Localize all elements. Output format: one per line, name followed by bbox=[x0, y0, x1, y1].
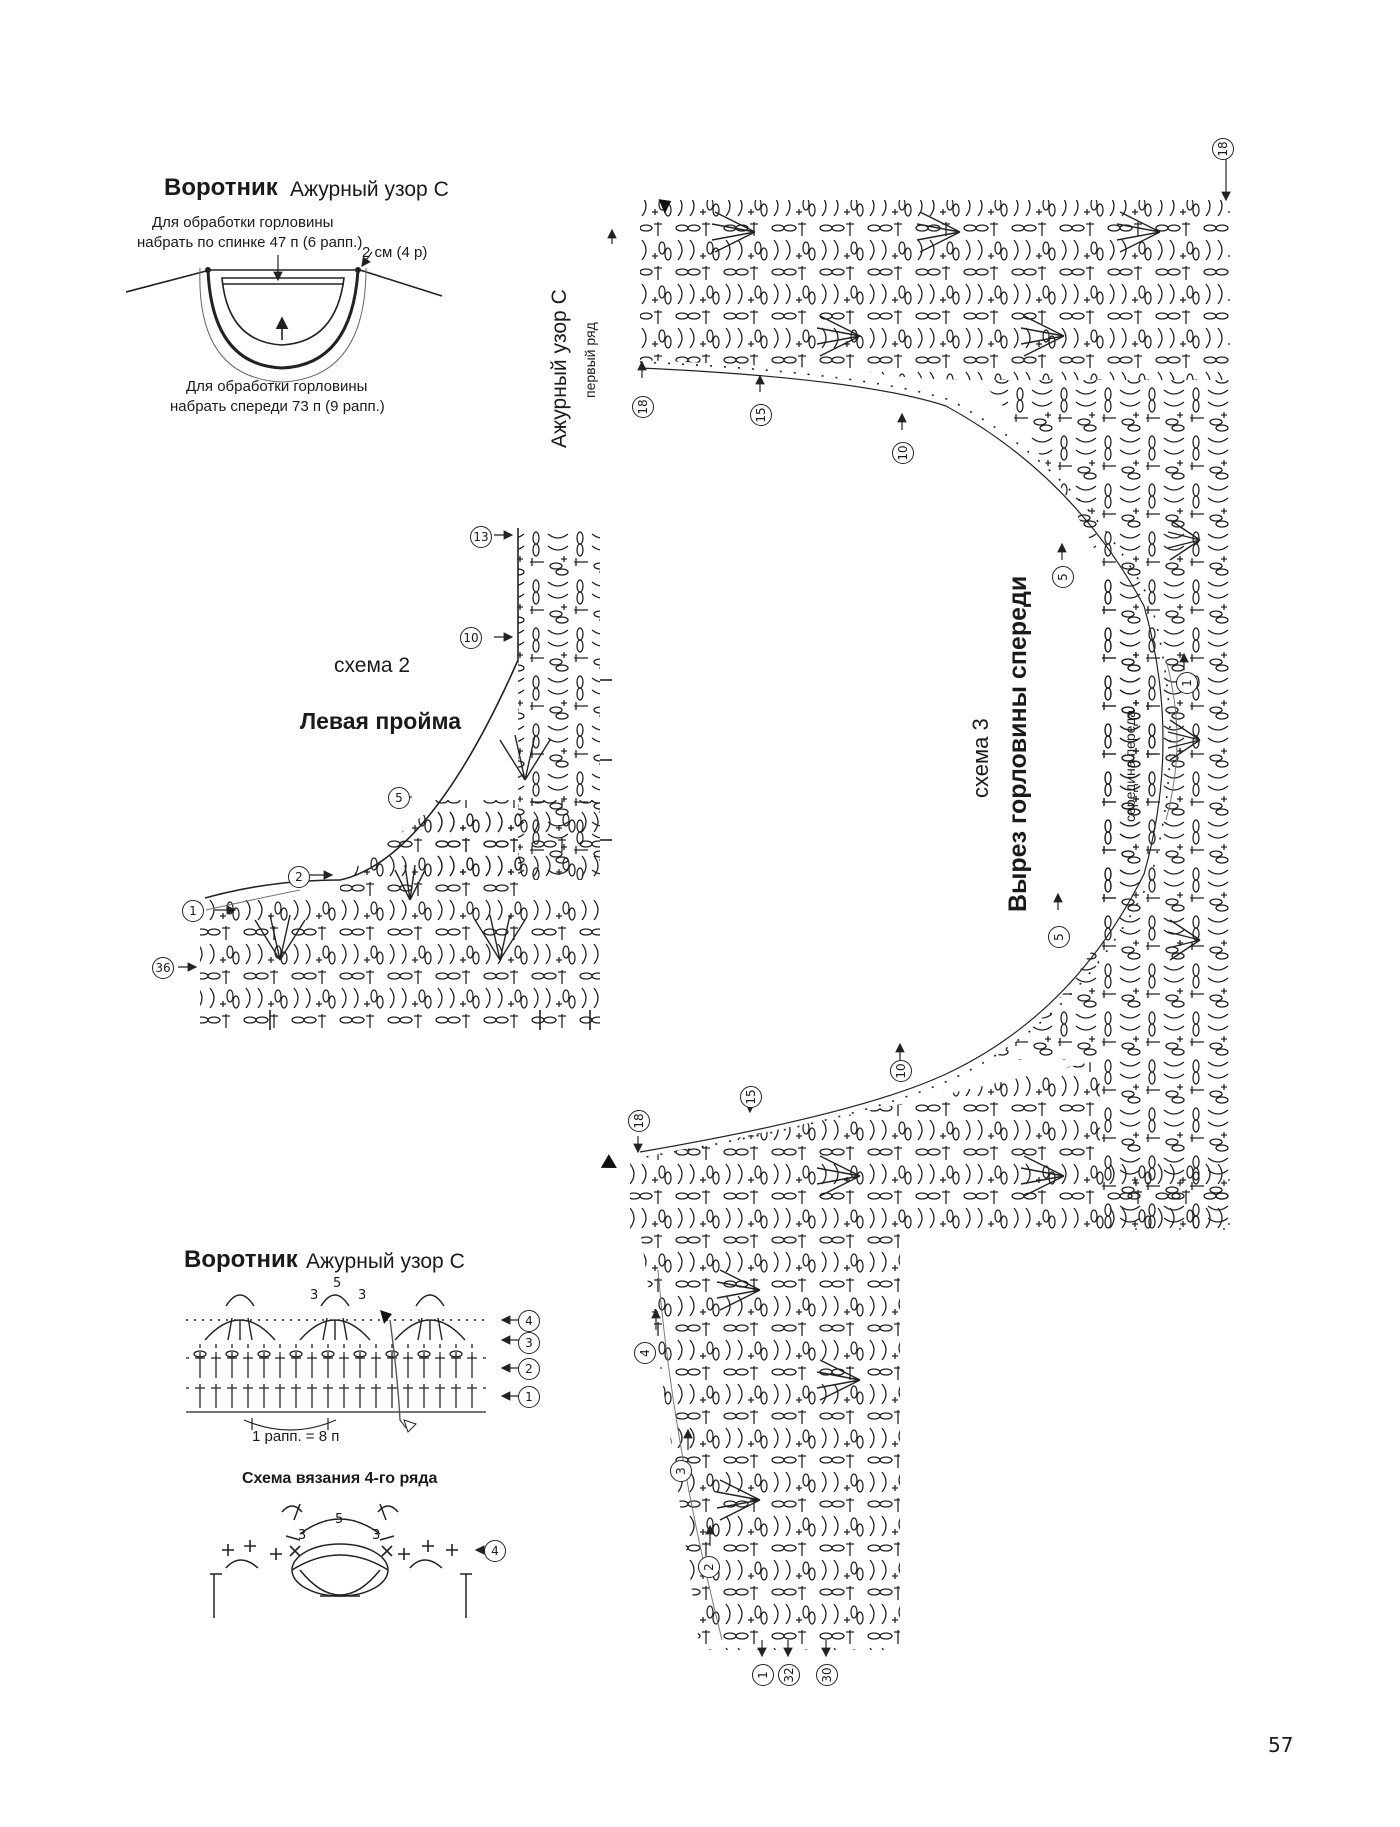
scheme3-row-number: 32 bbox=[778, 1664, 800, 1686]
collar-bottom-row-number: 3 bbox=[518, 1332, 540, 1354]
collar-top-front-note-2: набрать спереди 73 п (9 рапп.) bbox=[170, 398, 385, 415]
page-number: 57 bbox=[1268, 1733, 1294, 1757]
scheme3-label: схема 3 bbox=[968, 718, 993, 798]
collar-bottom-top-number: 3 bbox=[310, 1288, 319, 1303]
row4-number: 3 bbox=[372, 1528, 381, 1543]
collar-top-front-note-1: Для обработки горловины bbox=[186, 378, 368, 395]
scheme2-row-number: 13 bbox=[470, 526, 492, 548]
scheme3-first-row-label: первый ряд bbox=[582, 322, 598, 398]
collar-top-back-note-1: Для обработки горловины bbox=[152, 214, 334, 231]
scheme3-center-label: середина переда bbox=[1122, 709, 1138, 822]
scheme3-row-number: 15 bbox=[740, 1086, 762, 1108]
row4-row-number: 4 bbox=[484, 1540, 506, 1562]
scheme3-row-number: 18 bbox=[1212, 138, 1234, 160]
collar-top-width-note: 2 см (4 р) bbox=[362, 244, 428, 261]
scheme3-row-number: 18 bbox=[628, 1110, 650, 1132]
scheme3-row-number: 3 bbox=[670, 1460, 692, 1482]
collar-stitch-diagram bbox=[186, 1294, 520, 1433]
scheme3-row-number: 10 bbox=[890, 1060, 912, 1082]
collar-top-title: Воротник bbox=[164, 174, 278, 201]
collar-bottom-top-number: 5 bbox=[333, 1276, 342, 1291]
scheme2-row-number: 1 bbox=[182, 900, 204, 922]
collar-top-back-note-2: набрать по спинке 47 п (6 рапп.) bbox=[137, 234, 363, 251]
scheme2-row-number: 36 bbox=[152, 957, 174, 979]
collar-bottom-row-number: 4 bbox=[518, 1310, 540, 1332]
scheme3-row-number: 2 bbox=[698, 1556, 720, 1578]
scheme3-row-number: 18 bbox=[632, 396, 654, 418]
collar-bottom-repeat-note: 1 рапп. = 8 п bbox=[252, 1428, 340, 1445]
collar-bottom-row-number: 2 bbox=[518, 1358, 540, 1380]
scheme3-row-number: 15 bbox=[750, 404, 772, 426]
scheme2-title: Левая пройма bbox=[300, 708, 461, 734]
collar-bottom-row-number: 1 bbox=[518, 1386, 540, 1408]
row4-title: Схема вязания 4-го ряда bbox=[242, 1470, 438, 1487]
row4-number: 3 bbox=[298, 1528, 307, 1543]
scheme3-row-number: 10 bbox=[892, 442, 914, 464]
scheme3-title: Вырез горловины спереди bbox=[1004, 575, 1032, 912]
row4-stitch-diagram bbox=[210, 1503, 494, 1618]
scheme3-row-number: 5 bbox=[1048, 926, 1070, 948]
collar-top-subtitle: Ажурный узор С bbox=[290, 178, 449, 201]
row4-number: 5 bbox=[335, 1512, 344, 1527]
collar-outline-diagram bbox=[125, 251, 443, 383]
scheme2-row-number: 2 bbox=[288, 866, 310, 888]
scheme3-diagram bbox=[600, 158, 1231, 1658]
scheme3-row-number: 5 bbox=[1052, 566, 1074, 588]
scheme3-row-number: 1 bbox=[1176, 672, 1198, 694]
scheme3-row-number: 1 bbox=[752, 1664, 774, 1686]
scheme3-pattern-label: Ажурный узор С bbox=[548, 289, 571, 448]
collar-bottom-subtitle: Ажурный узор С bbox=[306, 1250, 465, 1273]
scheme2-label: схема 2 bbox=[334, 654, 411, 677]
scheme2-diagram bbox=[178, 528, 612, 1030]
scheme2-row-number: 5 bbox=[388, 787, 410, 809]
scheme3-row-number: 30 bbox=[816, 1664, 838, 1686]
collar-bottom-top-number: 3 bbox=[358, 1288, 367, 1303]
scheme3-row-number: 4 bbox=[634, 1342, 656, 1364]
scheme2-row-number: 10 bbox=[460, 627, 482, 649]
collar-bottom-title: Воротник bbox=[184, 1246, 298, 1273]
